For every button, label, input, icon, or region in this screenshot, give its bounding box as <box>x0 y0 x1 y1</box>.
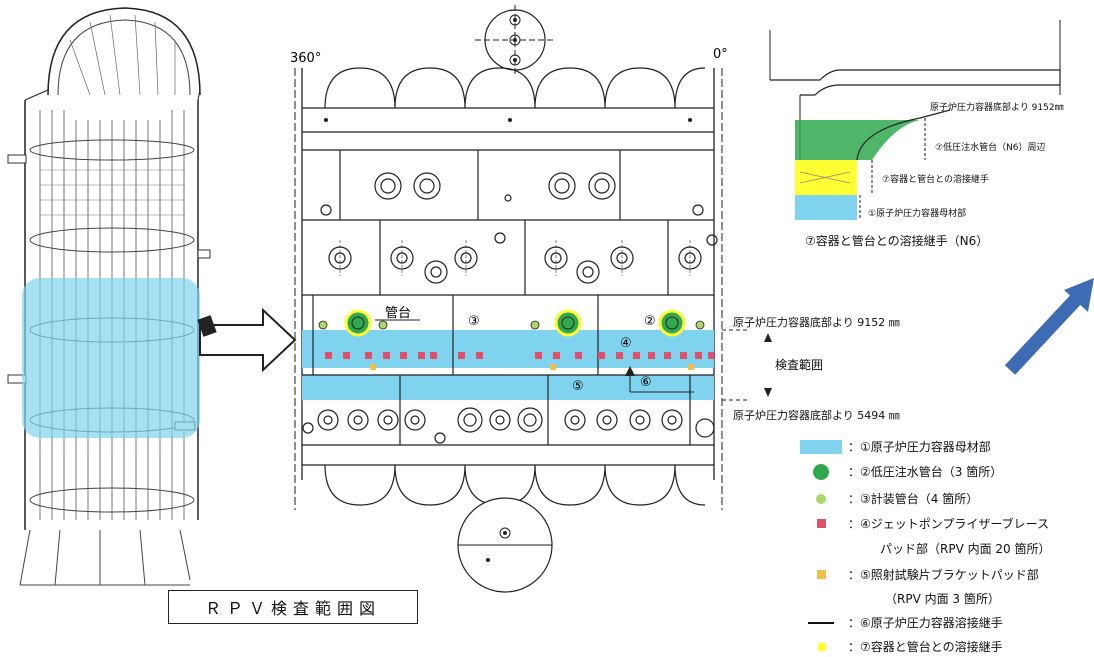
weld-line-swatch <box>808 621 834 624</box>
detail-weld-label: ⑦容器と管台との溶接継手 <box>882 175 989 185</box>
legend-label: （RPV 内面 3 箇所） <box>885 592 1000 606</box>
bracket-pad-swatch <box>817 570 826 579</box>
rpv-cutaway-illustration <box>7 7 211 586</box>
legend-item-instrument-nozzle: ：③計装管台（4 箇所） <box>800 490 978 507</box>
nozzle-label: 管台 <box>385 306 411 321</box>
instrument-swatch <box>816 493 826 504</box>
legend-item-weld-joint: ：⑦容器と管台との溶接継手 <box>800 638 1003 655</box>
inspection-band-lower <box>302 375 714 400</box>
lpci-nozzles <box>344 309 686 337</box>
rpv-developed-view: 360° 0° <box>290 5 750 593</box>
lpci-swatch <box>813 463 829 480</box>
degree-right-label: 0° <box>713 47 728 62</box>
instrument-nozzles <box>318 320 705 330</box>
bracket-pads <box>370 364 694 370</box>
legend-label: ：③計装管台（4 箇所） <box>848 492 979 506</box>
dim-top-label: 原子炉圧力容器底部より 9152 ㎜ <box>733 316 900 329</box>
legend-item-jet-pump-pad-cont: パッド部（RPV 内面 20 箇所） <box>880 540 1051 557</box>
legend-label: ：①原子炉圧力容器母材部 <box>848 440 991 454</box>
legend-item-bracket-pad-cont: （RPV 内面 3 箇所） <box>885 590 1000 607</box>
legend-item-bracket-pad: ：⑤照射試験片ブラケットパッド部 <box>800 566 1039 583</box>
detail-base-label: ①原子炉圧力容器母材部 <box>868 209 967 219</box>
legend-label: ：⑥原子炉圧力容器溶接継手 <box>848 616 1003 630</box>
pointer-arrow-icon <box>197 307 297 373</box>
legend-item-weld-line: ：⑥原子炉圧力容器溶接継手 <box>800 614 1003 631</box>
dim-bottom-label: 原子炉圧力容器底部より 5494 ㎜ <box>733 409 900 422</box>
legend-label: ：④ジェットポンプライザーブレース <box>848 517 1050 531</box>
figure-caption: ＲＰＶ検査範囲図 <box>168 590 418 624</box>
nozzle-detail-section <box>769 20 1061 220</box>
inspection-band-upper <box>302 330 714 368</box>
callout-2: ② <box>644 314 656 329</box>
callout-4: ④ <box>620 336 632 351</box>
inspection-range-label: 検査範囲 <box>775 358 824 372</box>
detail-nozzle-label: ⑦低圧注水管台（N6）周辺 <box>935 143 1046 153</box>
legend-label: ：⑤照射試験片ブラケットパッド部 <box>848 568 1039 582</box>
base-metal-swatch <box>800 439 842 454</box>
legend-item-lpci-nozzle: ：②低圧注水管台（3 箇所） <box>800 463 1002 480</box>
legend-label: ：⑦容器と管台との溶接継手 <box>848 640 1003 654</box>
top-nozzle <box>475 5 555 75</box>
detail-dim-label: 原子炉圧力容器底部より 9152㎜ <box>930 103 1064 113</box>
jet-pad-swatch <box>817 519 826 528</box>
jet-pump-pads <box>325 352 714 359</box>
detail-caption: ⑦容器と管台との溶接継手（N6） <box>805 234 989 248</box>
callout-6: ⑥ <box>640 375 652 390</box>
range-arrow-icon <box>764 333 772 397</box>
legend-label: パッド部（RPV 内面 20 箇所） <box>880 542 1051 556</box>
callout-5: ⑤ <box>572 379 584 394</box>
weld-joint-swatch <box>818 642 826 651</box>
callout-3: ③ <box>468 314 480 329</box>
bottom-nozzle <box>457 497 553 593</box>
legend-label: ：②低圧注水管台（3 箇所） <box>848 465 1003 479</box>
inspection-region-highlight <box>22 278 200 438</box>
blue-arrow-icon <box>1004 278 1094 375</box>
legend-item-jet-pump-pad: ：④ジェットポンプライザーブレース <box>800 515 1049 532</box>
legend-item-base-metal: ：①原子炉圧力容器母材部 <box>800 438 991 455</box>
degree-left-label: 360° <box>290 51 321 66</box>
